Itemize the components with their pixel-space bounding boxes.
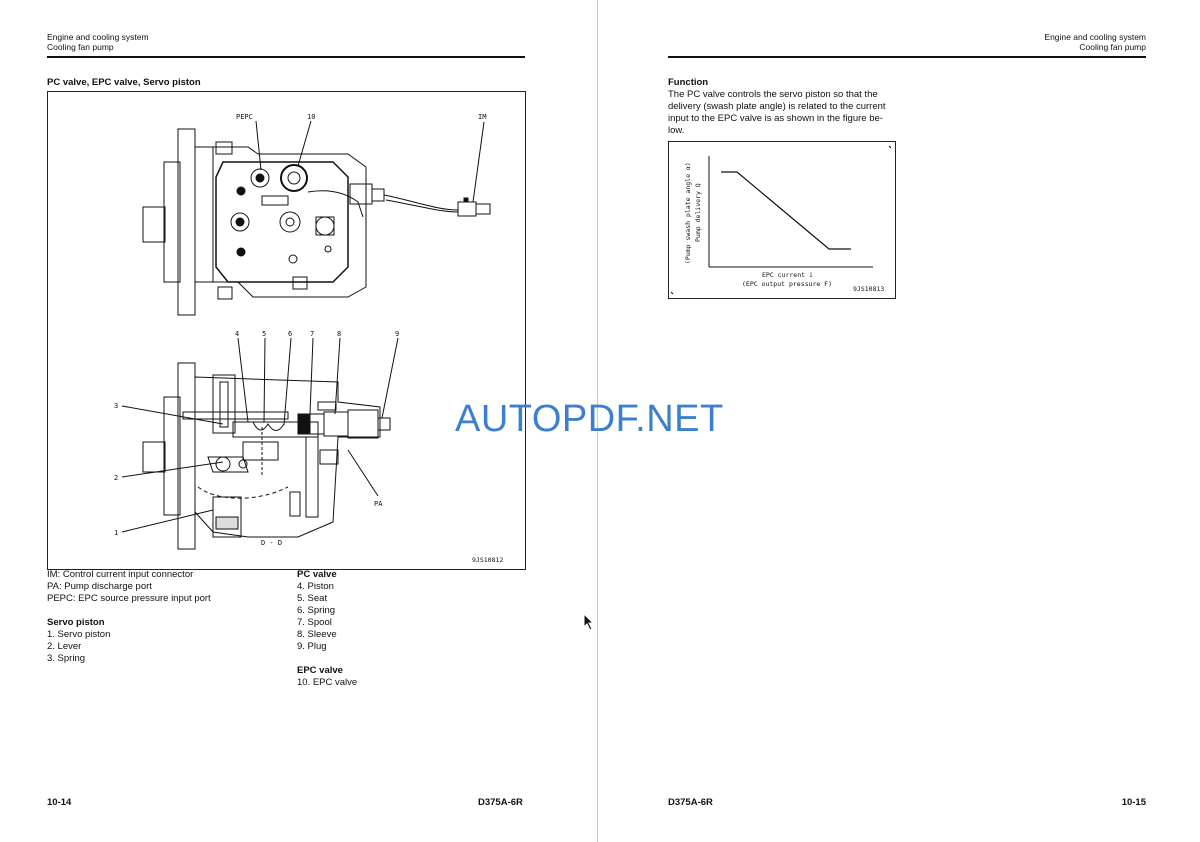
legend-pepc: PEPC: EPC source pressure input port <box>47 593 211 604</box>
pc-valve-item: 7. Spool <box>297 617 332 628</box>
port-legend: IM: Control current input connector PA: … <box>47 569 211 605</box>
left-model: D375A-6R <box>478 797 523 808</box>
label-5: 5 <box>262 330 266 338</box>
servo-legend: Servo piston 1. Servo piston 2. Lever 3.… <box>47 617 110 665</box>
pump-figure: PEPC 10 IM 4 5 6 7 8 9 3 2 1 PA D - D 9J… <box>47 91 526 570</box>
graph-xlabel-2: (EPC output pressure F) <box>742 280 832 288</box>
graph-drawing: (Pump swash plate angle α) Pump delivery… <box>670 145 892 295</box>
label-6: 6 <box>288 330 292 338</box>
pc-valve-item: 9. Plug <box>297 641 327 652</box>
function-graph: (Pump swash plate angle α) Pump delivery… <box>668 141 896 299</box>
function-text-line: delivery (swash plate angle) is related … <box>668 101 886 112</box>
label-section-dd: D - D <box>261 539 282 547</box>
mouse-cursor-icon <box>583 613 595 631</box>
page-spine <box>596 0 598 842</box>
label-pepc: PEPC <box>236 113 253 121</box>
left-header-line1: Engine and cooling system <box>47 32 149 42</box>
pc-valve-item: 8. Sleeve <box>297 629 337 640</box>
pc-valve-item: 6. Spring <box>297 605 336 616</box>
graph-figure-code: 9JS10813 <box>853 285 884 293</box>
right-header-line2: Cooling fan pump <box>1079 42 1146 52</box>
function-text-line: low. <box>668 125 685 136</box>
pc-valve-item: 4. Piston <box>297 581 334 592</box>
left-page-number: 10-14 <box>47 797 72 808</box>
label-pa: PA <box>374 500 383 508</box>
graph-ylabel-2: Pump delivery Q <box>694 183 702 242</box>
label-7: 7 <box>310 330 314 338</box>
left-header-rule <box>47 56 525 58</box>
right-page-number: 10-15 <box>1121 797 1146 808</box>
label-im: IM <box>478 113 486 121</box>
left-header-line2: Cooling fan pump <box>47 42 114 52</box>
graph-ylabel-1: (Pump swash plate angle α) <box>684 162 692 264</box>
pump-drawing: PEPC 10 IM 4 5 6 7 8 9 3 2 1 PA D - D 9J… <box>114 113 503 564</box>
graph-curve <box>721 171 851 250</box>
pc-valve-legend: PC valve 4. Piston 5. Seat 6. Spring 7. … <box>297 569 337 653</box>
label-8: 8 <box>337 330 341 338</box>
section-title: PC valve, EPC valve, Servo piston <box>47 77 201 88</box>
label-3: 3 <box>114 402 118 410</box>
left-header: Engine and cooling system Cooling fan pu… <box>47 32 149 52</box>
epc-valve-legend: EPC valve 10. EPC valve <box>297 665 357 689</box>
epc-valve-title: EPC valve <box>297 665 343 676</box>
label-10: 10 <box>307 113 315 121</box>
right-model: D375A-6R <box>668 797 713 808</box>
pc-valve-title: PC valve <box>297 569 337 580</box>
label-2: 2 <box>114 474 118 482</box>
function-title: Function <box>668 77 709 88</box>
figure-code: 9JS10812 <box>472 556 503 564</box>
legend-im: IM: Control current input connector <box>47 569 194 580</box>
right-header-line1: Engine and cooling system <box>1044 32 1146 42</box>
watermark: AUTOPDF.NET <box>455 398 724 440</box>
label-1: 1 <box>114 529 118 537</box>
servo-item: 3. Spring <box>47 653 86 664</box>
function-text-line: input to the EPC valve is as shown in th… <box>668 113 883 124</box>
servo-item: 2. Lever <box>47 641 82 652</box>
servo-item: 1. Servo piston <box>47 629 111 640</box>
label-9: 9 <box>395 330 399 338</box>
right-header-rule <box>668 56 1146 58</box>
right-page: Engine and cooling system Cooling fan pu… <box>598 0 1200 842</box>
servo-title: Servo piston <box>47 617 105 628</box>
left-page: Engine and cooling system Cooling fan pu… <box>0 0 597 842</box>
label-4: 4 <box>235 330 239 338</box>
pc-valve-item: 5. Seat <box>297 593 328 604</box>
right-header: Engine and cooling system Cooling fan pu… <box>1044 32 1146 52</box>
legend-pa: PA: Pump discharge port <box>47 581 152 592</box>
function-text-line: The PC valve controls the servo piston s… <box>668 89 878 100</box>
epc-valve-item: 10. EPC valve <box>297 677 358 688</box>
graph-xlabel-1: EPC current i <box>762 271 813 279</box>
function-block: Function The PC valve controls the servo… <box>668 77 908 137</box>
